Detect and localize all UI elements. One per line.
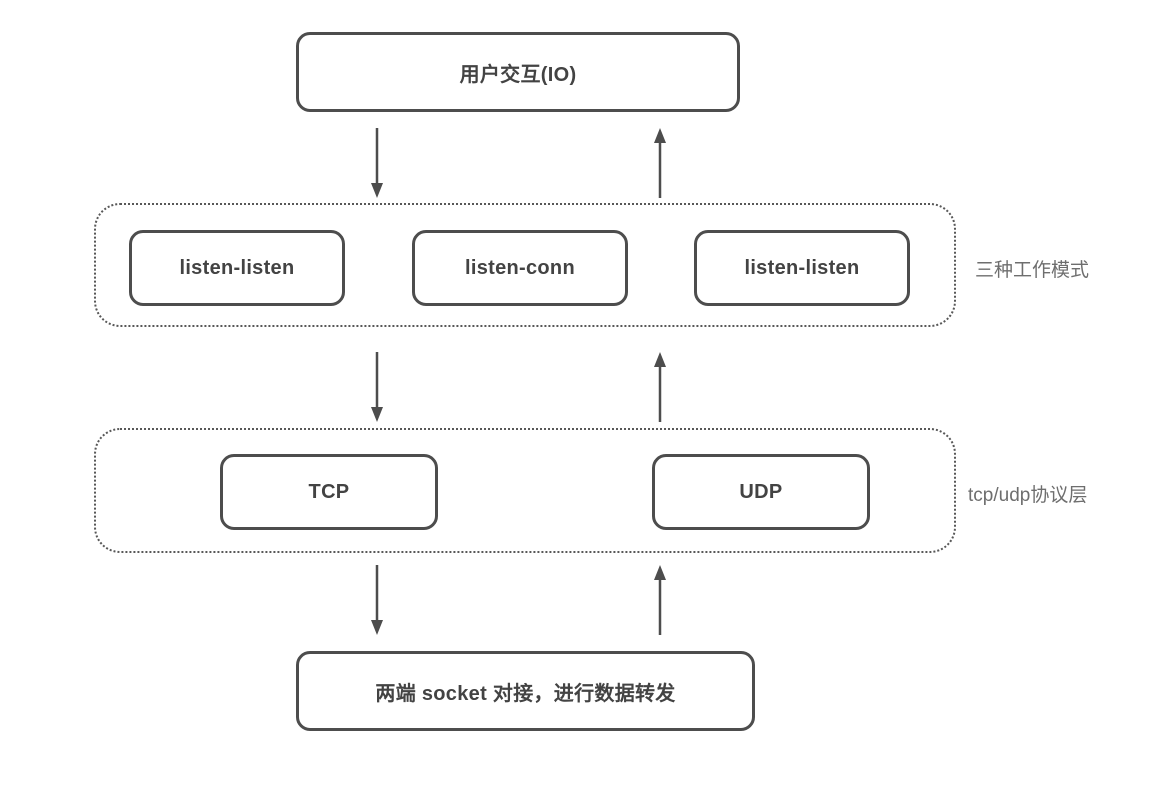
node-user-io-label: 用户交互(IO) [459,63,577,86]
node-user-io: 用户交互(IO) [296,32,740,112]
node-listen-listen-1-label: listen-listen [179,256,295,279]
arrow-down-modes-to-protocol-icon [369,352,385,422]
arrow-up-protocol-to-modes-icon [652,352,668,422]
node-tcp-label: TCP [308,480,350,503]
node-listen-listen-1: listen-listen [129,230,345,306]
arrow-down-io-to-modes-icon [369,128,385,198]
node-socket-forward: 两端 socket 对接，进行数据转发 [296,651,755,731]
node-listen-listen-2: listen-listen [694,230,910,306]
node-udp: UDP [652,454,870,530]
node-listen-conn: listen-conn [412,230,628,306]
node-socket-forward-label: 两端 socket 对接，进行数据转发 [375,682,676,705]
node-udp-label: UDP [739,480,783,503]
arrow-up-socket-to-protocol-icon [652,565,668,635]
label-work-modes: 三种工作模式 [975,260,1090,281]
group-work-modes: listen-listen listen-conn listen-listen [94,203,956,327]
node-listen-listen-2-label: listen-listen [744,256,860,279]
node-tcp: TCP [220,454,438,530]
arrow-up-modes-to-io-icon [652,128,668,198]
label-protocol-layer: tcp/udp协议层 [968,485,1088,506]
node-listen-conn-label: listen-conn [465,256,575,279]
group-protocol-layer: TCP UDP [94,428,956,553]
arrow-down-protocol-to-socket-icon [369,565,385,635]
